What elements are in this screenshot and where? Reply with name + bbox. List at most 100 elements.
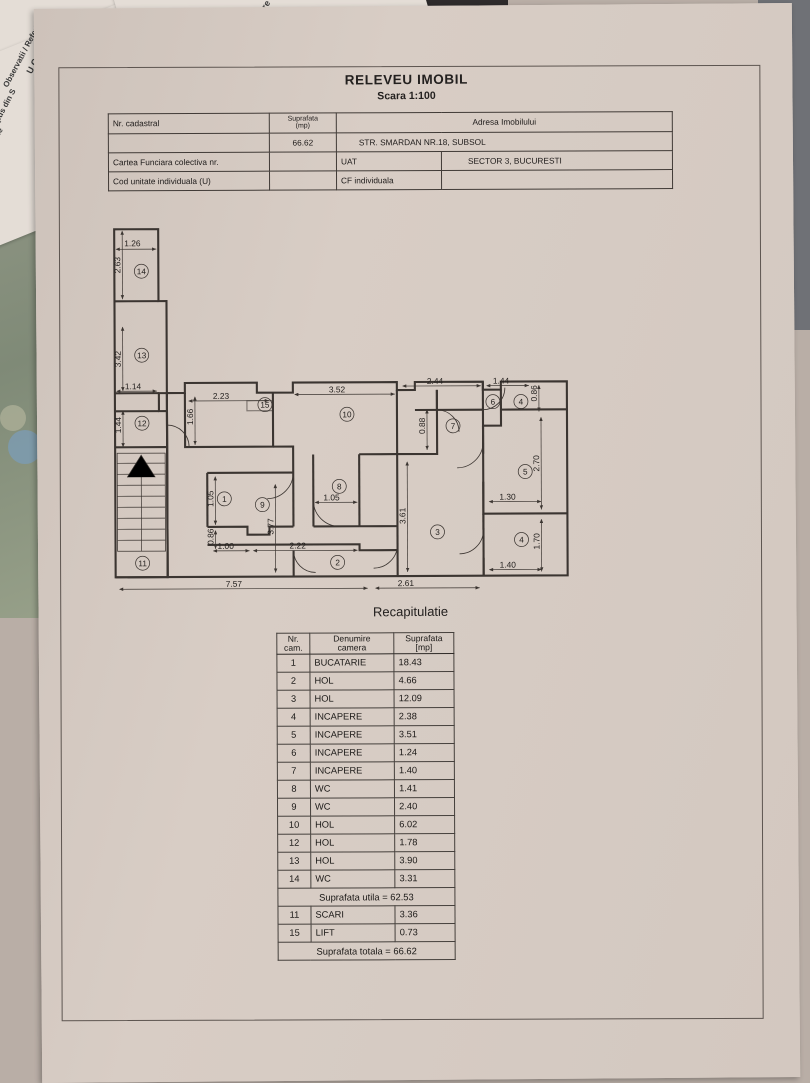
room-marker-4-upper: 4 bbox=[519, 398, 524, 407]
cell-room-area: 1.41 bbox=[395, 779, 455, 797]
cell-room-name: SCARI bbox=[311, 906, 395, 924]
cell-room-name: INCAPERE bbox=[310, 744, 394, 762]
cell-room-number: 14 bbox=[278, 870, 311, 888]
cell-room-number: 11 bbox=[278, 906, 311, 924]
cell-room-name: BUCATARIE bbox=[310, 654, 394, 672]
dimension-2-44: 2.44 bbox=[427, 376, 444, 386]
cell-room-number: 10 bbox=[278, 816, 311, 834]
dimension-2-61: 2.61 bbox=[398, 578, 415, 588]
cell-room-name: WC bbox=[311, 870, 395, 888]
room-marker-5: 5 bbox=[523, 468, 528, 477]
cell-carte-funciara-value bbox=[269, 152, 336, 171]
dimension-1-30: 1.30 bbox=[499, 492, 516, 502]
cell-adresa-label: Adresa Imobilului bbox=[336, 112, 672, 133]
cell-room-area: 6.02 bbox=[395, 815, 455, 833]
dimension-1-70: 1.70 bbox=[531, 533, 541, 550]
table-row: 66.62 STR. SMARDAN NR.18, SUBSOL bbox=[108, 131, 672, 152]
cell-room-name: HOL bbox=[311, 852, 395, 870]
cell-room-name: INCAPERE bbox=[310, 708, 394, 726]
total-area: Suprafata totala = 66.62 bbox=[278, 941, 455, 960]
table-total-row: Suprafata utila = 62.53 bbox=[278, 887, 455, 906]
dimension-1-05-vertical: 1.05 bbox=[205, 490, 215, 507]
dimension-3-42: 3.42 bbox=[113, 351, 123, 368]
table-row: Nr. cadastral Suprafata (mp) Adresa Imob… bbox=[108, 112, 672, 134]
background-blob-secondary bbox=[0, 405, 26, 431]
column-header-name: Denumire camera bbox=[310, 633, 394, 654]
cell-room-number: 3 bbox=[277, 690, 310, 708]
dimension-2-22: 2.22 bbox=[290, 540, 307, 550]
cell-room-name: HOL bbox=[310, 672, 394, 690]
cell-room-number: 12 bbox=[278, 834, 311, 852]
cell-room-area: 1.40 bbox=[394, 761, 454, 779]
title-block: RELEVEU IMOBIL Scara 1:100 bbox=[56, 69, 756, 104]
dimension-1-14: 1.14 bbox=[125, 381, 142, 391]
recapitulation-body: Nr. cam. Denumire camera Suprafata [mp] … bbox=[277, 633, 455, 961]
cell-cod-unitate-value bbox=[269, 171, 336, 190]
cell-room-number: 7 bbox=[277, 762, 310, 780]
column-header-name-line2: camera bbox=[314, 643, 389, 652]
cell-carte-funciara-label: Cartea Funciara colectiva nr. bbox=[108, 152, 269, 172]
dimension-3-77: 3.77 bbox=[265, 518, 275, 535]
cell-room-area: 1.24 bbox=[394, 743, 454, 761]
room-marker-10: 10 bbox=[342, 410, 352, 419]
suprafata-label-line2: (mp) bbox=[274, 123, 332, 131]
cell-room-name: HOL bbox=[311, 834, 395, 852]
cell-room-name: HOL bbox=[310, 690, 394, 708]
cell-room-number: 6 bbox=[277, 744, 310, 762]
floor-plan: .w{fill:none;stroke:#3b3531;stroke-width… bbox=[96, 213, 738, 606]
room-marker-14: 14 bbox=[137, 267, 147, 276]
room-marker-7: 7 bbox=[451, 422, 456, 431]
table-row: Cod unitate individuala (U) CF individua… bbox=[109, 169, 673, 190]
cell-cod-unitate-label: Cod unitate individuala (U) bbox=[109, 171, 270, 191]
room-marker-4-lower: 4 bbox=[519, 536, 524, 545]
cell-room-area: 18.43 bbox=[394, 653, 454, 671]
room-marker-2: 2 bbox=[335, 558, 340, 567]
cell-room-area: 3.90 bbox=[395, 851, 455, 869]
cell-room-number: 2 bbox=[277, 672, 310, 690]
cell-cf-individuala-label: CF individuala bbox=[336, 170, 441, 189]
column-header-area-line2: [mp] bbox=[398, 643, 449, 652]
dimension-7-57: 7.57 bbox=[226, 579, 243, 589]
cell-room-name: WC bbox=[310, 780, 394, 798]
cell-room-name: LIFT bbox=[311, 924, 395, 942]
cell-room-area: 3.51 bbox=[394, 725, 454, 743]
room-marker-12: 12 bbox=[137, 419, 147, 428]
dimension-1-00: 1.00 bbox=[218, 541, 235, 551]
cell-room-area: 2.38 bbox=[394, 707, 454, 725]
dimension-3-61: 3.61 bbox=[397, 507, 407, 524]
dimension-1-26: 1.26 bbox=[124, 238, 141, 248]
recapitulation-table: Nr. cam. Denumire camera Suprafata [mp] … bbox=[276, 632, 455, 961]
document-sheet: RELEVEU IMOBIL Scara 1:100 Nr. cadastral… bbox=[34, 3, 800, 1083]
room-marker-6: 6 bbox=[491, 398, 496, 407]
cell-room-number: 1 bbox=[277, 654, 310, 672]
subtotal-useful-area: Suprafata utila = 62.53 bbox=[278, 887, 455, 906]
column-header-nr: Nr. cam. bbox=[277, 633, 310, 654]
cadastral-header-table: Nr. cadastral Suprafata (mp) Adresa Imob… bbox=[108, 111, 673, 191]
column-header-area: Suprafata [mp] bbox=[394, 633, 454, 654]
dimension-2-23: 2.23 bbox=[213, 391, 230, 401]
table-header-row: Nr. cam. Denumire camera Suprafata [mp] bbox=[277, 633, 454, 655]
cell-room-area: 3.36 bbox=[395, 905, 455, 923]
dimension-3-52: 3.52 bbox=[329, 384, 346, 394]
dimension-1-44-left: 1.44 bbox=[113, 417, 123, 434]
cell-nr-cadastral-value bbox=[108, 133, 269, 153]
cell-room-name: HOL bbox=[311, 816, 395, 834]
room-marker-9: 9 bbox=[260, 501, 265, 510]
cell-room-area: 1.78 bbox=[395, 833, 455, 851]
cell-room-name: WC bbox=[310, 798, 394, 816]
cell-suprafata-label: Suprafata (mp) bbox=[269, 113, 336, 133]
table-row: Cartea Funciara colectiva nr. UAT SECTOR… bbox=[108, 150, 672, 171]
cell-room-number: 8 bbox=[277, 780, 310, 798]
dimension-1-40: 1.40 bbox=[500, 560, 517, 570]
room-marker-3: 3 bbox=[435, 528, 440, 537]
dimension-0-86-right: 0.86 bbox=[529, 385, 539, 402]
